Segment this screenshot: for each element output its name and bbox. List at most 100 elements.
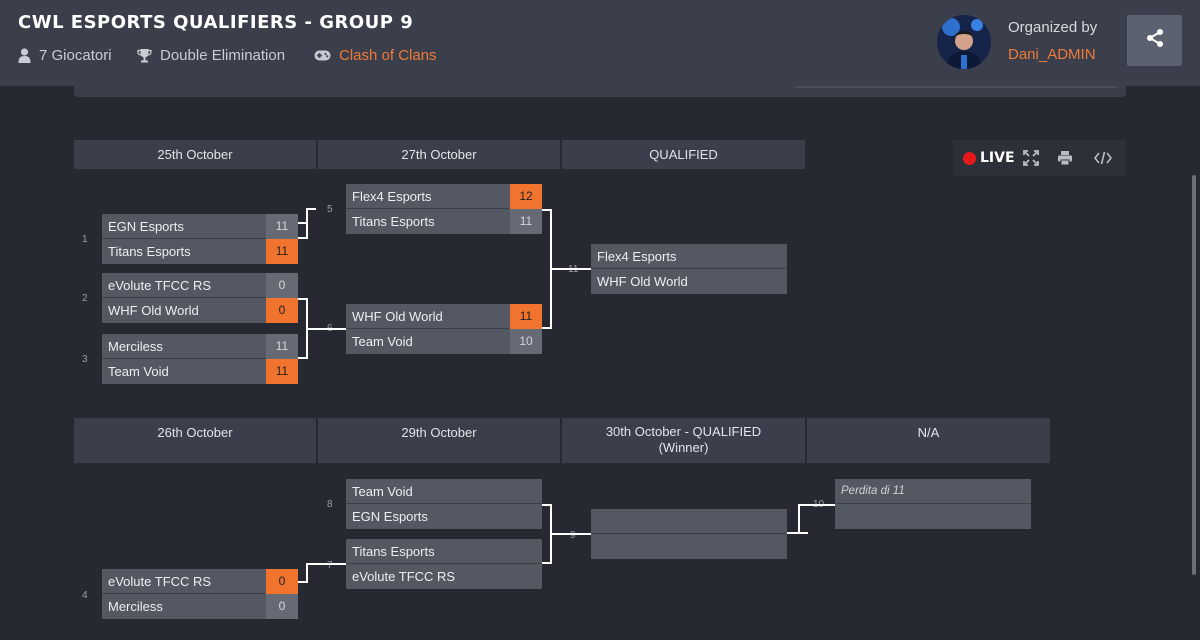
team-name: eVolute TFCC RS bbox=[108, 278, 212, 293]
match-card[interactable]: Perdita di 11 bbox=[835, 479, 1031, 529]
team-score: 0 bbox=[266, 298, 298, 323]
team-score: 11 bbox=[266, 239, 298, 264]
team-slot[interactable]: Titans Esports 11 bbox=[346, 209, 542, 234]
team-name: Merciless bbox=[108, 599, 163, 614]
match-card[interactable]: Flex4 Esports WHF Old World bbox=[591, 244, 787, 294]
team-score: 12 bbox=[510, 184, 542, 209]
team-name: eVolute TFCC RS bbox=[352, 569, 456, 584]
round-header: 29th October bbox=[318, 418, 560, 463]
team-score: 11 bbox=[510, 304, 542, 329]
print-icon[interactable] bbox=[1057, 150, 1073, 171]
match-card[interactable]: WHF Old World 11 Team Void 10 bbox=[346, 304, 542, 354]
match-number: 7 bbox=[327, 560, 333, 571]
round-header: 26th October bbox=[74, 418, 316, 463]
team-slot[interactable]: Team Void bbox=[346, 479, 542, 504]
team-name: WHF Old World bbox=[352, 309, 443, 324]
team-name: Team Void bbox=[352, 334, 413, 349]
gamepad-icon bbox=[314, 50, 331, 61]
live-button[interactable]: LIVE bbox=[963, 150, 1015, 166]
team-name: EGN Esports bbox=[108, 219, 184, 234]
team-slot[interactable]: Team Void 10 bbox=[346, 329, 542, 354]
bracket-connector bbox=[552, 268, 591, 270]
format-label: Double Elimination bbox=[160, 47, 286, 64]
team-slot[interactable]: EGN Esports bbox=[346, 504, 542, 529]
bracket-connector bbox=[787, 504, 808, 534]
bracket-connector bbox=[542, 504, 552, 564]
team-score: 11 bbox=[266, 214, 298, 239]
players-info: 7 Giocatori bbox=[18, 47, 112, 64]
trophy-icon bbox=[137, 48, 152, 63]
team-slot[interactable] bbox=[591, 534, 787, 559]
team-score: 11 bbox=[266, 334, 298, 359]
bracket-connector bbox=[798, 504, 808, 534]
share-button[interactable] bbox=[1127, 15, 1182, 66]
round-header: 30th October - QUALIFIED (Winner) bbox=[562, 418, 805, 463]
team-score: 0 bbox=[266, 273, 298, 298]
team-slot[interactable]: Merciless 11 bbox=[102, 334, 298, 359]
header-strip bbox=[74, 86, 1126, 97]
team-slot[interactable]: eVolute TFCC RS bbox=[346, 564, 542, 589]
team-slot[interactable]: eVolute TFCC RS 0 bbox=[102, 569, 298, 594]
team-name: WHF Old World bbox=[597, 274, 688, 289]
match-card[interactable]: Merciless 11 Team Void 11 bbox=[102, 334, 298, 384]
team-name: Team Void bbox=[108, 364, 169, 379]
embed-code-icon[interactable] bbox=[1093, 150, 1113, 171]
team-slot[interactable]: Perdita di 11 bbox=[835, 479, 1031, 504]
match-card[interactable]: Titans Esports eVolute TFCC RS bbox=[346, 539, 542, 589]
team-score: 11 bbox=[510, 209, 542, 234]
team-slot[interactable]: WHF Old World 11 bbox=[346, 304, 542, 329]
bracket-connector bbox=[298, 563, 308, 583]
team-slot[interactable] bbox=[835, 504, 1031, 529]
bracket-connector bbox=[298, 222, 308, 239]
team-name: EGN Esports bbox=[352, 509, 428, 524]
round-header-subtitle: (Winner) bbox=[658, 440, 709, 455]
team-name: Flex4 Esports bbox=[597, 249, 677, 264]
players-count: 7 Giocatori bbox=[39, 47, 112, 64]
fullscreen-icon[interactable] bbox=[1023, 150, 1039, 171]
match-card[interactable]: Flex4 Esports 12 Titans Esports 11 bbox=[346, 184, 542, 234]
team-slot[interactable]: Merciless 0 bbox=[102, 594, 298, 619]
team-slot[interactable]: Titans Esports bbox=[346, 539, 542, 564]
team-slot[interactable]: WHF Old World bbox=[591, 269, 787, 294]
match-card[interactable]: eVolute TFCC RS 0 Merciless 0 bbox=[102, 569, 298, 619]
team-name: Merciless bbox=[108, 339, 163, 354]
page-title: CWL ESPORTS QUALIFIERS - GROUP 9 bbox=[18, 12, 414, 33]
strip-divider bbox=[795, 86, 1117, 88]
match-card[interactable]: Team Void EGN Esports bbox=[346, 479, 542, 529]
round-header: QUALIFIED bbox=[562, 140, 805, 169]
game-link[interactable]: Clash of Clans bbox=[339, 47, 437, 64]
team-slot[interactable]: Flex4 Esports bbox=[591, 244, 787, 269]
match-number: 1 bbox=[82, 234, 88, 245]
team-slot[interactable]: WHF Old World 0 bbox=[102, 298, 298, 323]
team-slot[interactable]: EGN Esports 11 bbox=[102, 214, 298, 239]
team-slot[interactable] bbox=[591, 509, 787, 534]
scrollbar[interactable] bbox=[1192, 175, 1196, 575]
team-slot[interactable]: Team Void 11 bbox=[102, 359, 298, 384]
team-slot[interactable]: eVolute TFCC RS 0 bbox=[102, 273, 298, 298]
bracket-connector bbox=[306, 563, 346, 565]
team-slot[interactable]: Titans Esports 11 bbox=[102, 239, 298, 264]
live-label: LIVE bbox=[980, 150, 1015, 166]
team-name: Team Void bbox=[352, 484, 413, 499]
match-number: 2 bbox=[82, 293, 88, 304]
match-number: 5 bbox=[327, 204, 333, 215]
live-dot-icon bbox=[963, 151, 976, 165]
team-score: 0 bbox=[266, 594, 298, 619]
bracket-connector bbox=[542, 209, 552, 329]
team-name: Titans Esports bbox=[108, 244, 191, 259]
team-name: Flex4 Esports bbox=[352, 189, 432, 204]
match-card[interactable]: eVolute TFCC RS 0 WHF Old World 0 bbox=[102, 273, 298, 323]
match-number: 8 bbox=[327, 499, 333, 510]
team-score: 10 bbox=[510, 329, 542, 354]
match-card[interactable]: EGN Esports 11 Titans Esports 11 bbox=[102, 214, 298, 264]
organizer-link[interactable]: Dani_ADMIN bbox=[1008, 46, 1096, 63]
team-score: 0 bbox=[266, 569, 298, 594]
round-header-title: 30th October - QUALIFIED bbox=[605, 424, 762, 439]
match-number: 9 bbox=[570, 530, 576, 541]
organized-by-label: Organized by bbox=[1008, 19, 1098, 36]
organizer-avatar[interactable] bbox=[937, 15, 991, 69]
game-info[interactable]: Clash of Clans bbox=[314, 47, 437, 64]
match-card[interactable] bbox=[591, 509, 787, 559]
team-slot[interactable]: Flex4 Esports 12 bbox=[346, 184, 542, 209]
user-icon bbox=[18, 48, 31, 63]
